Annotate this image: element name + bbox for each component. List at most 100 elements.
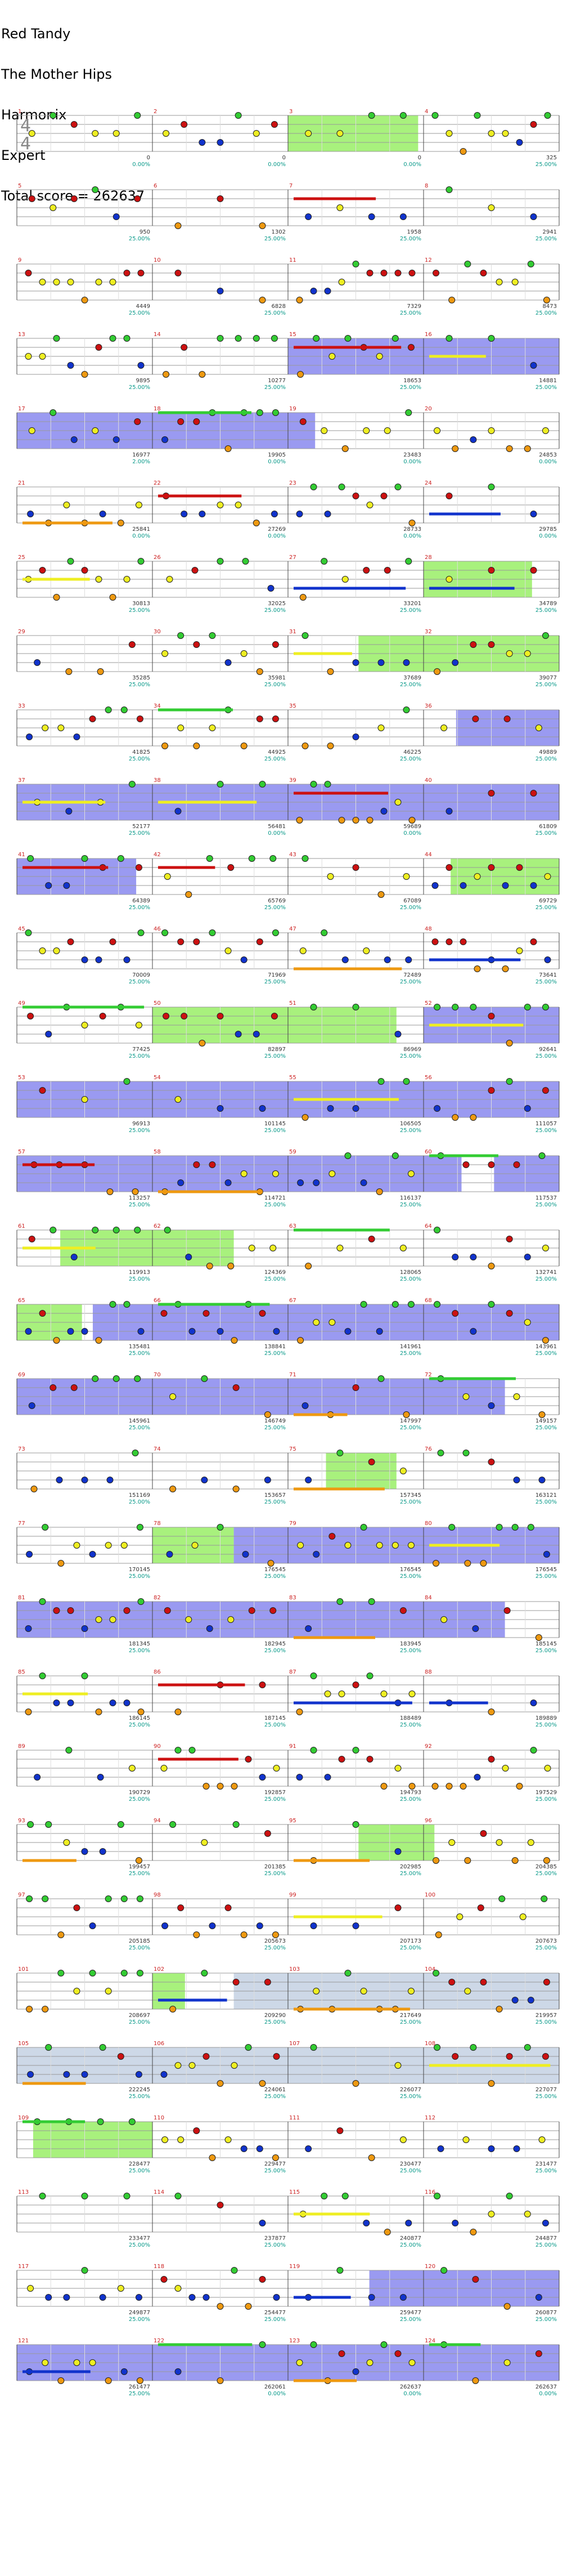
note-gem [380, 2341, 388, 2348]
measure-score: 141961 [400, 1344, 421, 1350]
measure-score: 147997 [400, 1418, 421, 1424]
note-gem [123, 335, 130, 342]
note-gem [446, 493, 453, 499]
note-gem [259, 2080, 266, 2087]
measure-number: 112 [425, 2115, 435, 2121]
note-gem [134, 195, 141, 202]
note-gem [256, 715, 263, 722]
note-gem [57, 724, 65, 731]
measure-score: 188489 [400, 1715, 421, 1721]
note-gem [440, 724, 448, 731]
chart-row: 9319945725.00%9420138525.00%9520298525.0… [16, 1818, 560, 1877]
note-gem [25, 353, 32, 360]
note-gem [405, 409, 412, 416]
note-gem [67, 558, 74, 565]
note-gem [324, 288, 331, 294]
note-gem [408, 1690, 416, 1697]
note-gem [403, 873, 410, 880]
measure-percent: 25.00% [129, 979, 150, 985]
note-gem [462, 1393, 470, 1400]
note-gem [530, 1700, 537, 1706]
note-gem [321, 2193, 328, 2199]
note-gem [328, 353, 336, 360]
note-gem [472, 2276, 479, 2283]
note-gem [160, 1310, 168, 1317]
chart-row: 8118134525.00%8218294525.00%8318394525.0… [16, 1595, 560, 1654]
note-gem [535, 1634, 542, 1641]
measure-number: 64 [425, 1223, 432, 1229]
note-gem [394, 1848, 402, 1855]
note-gem [227, 1616, 235, 1623]
note-gem [296, 1709, 303, 1715]
note-gem [109, 1616, 116, 1623]
measure-percent: 25.00% [129, 756, 150, 762]
measure-score: 86969 [403, 1046, 421, 1053]
measure-percent: 25.00% [129, 1276, 150, 1282]
measure-number: 34 [154, 703, 161, 709]
chart-row: 595025.00%6130225.00%7195825.00%8294125.… [16, 183, 560, 242]
measure-percent: 25.00% [129, 1053, 150, 1059]
measure-percent: 25.00% [536, 2094, 557, 2100]
note-gem [259, 2276, 266, 2283]
measure-percent: 25.00% [400, 1722, 421, 1728]
note-gem [39, 1310, 46, 1317]
measure-percent: 25.00% [129, 1350, 150, 1357]
note-gem [201, 1839, 208, 1846]
song-title: The Mother Hips [1, 66, 112, 82]
note-gem [89, 2359, 96, 2366]
note-gem [352, 1384, 359, 1391]
measure-percent: 25.00% [264, 1053, 286, 1059]
note-gem [163, 130, 170, 137]
note-gem [296, 1774, 303, 1781]
measure-score: 201385 [264, 1864, 286, 1870]
measure-number: 72 [425, 1372, 432, 1378]
measure-percent: 25.00% [264, 2242, 286, 2248]
note-gem [53, 1700, 60, 1706]
measure-number: 16 [425, 332, 432, 338]
measure-number: 3 [289, 109, 292, 115]
measure-number: 94 [154, 1818, 161, 1824]
measure-number: 41 [18, 852, 25, 858]
note-gem [384, 956, 391, 963]
note-gem [488, 2080, 495, 2087]
note-gem [193, 641, 200, 648]
measure-percent: 25.00% [264, 756, 286, 762]
note-gem [28, 1236, 35, 1242]
note-gem [174, 2368, 182, 2375]
note-gem [272, 409, 279, 416]
note-gem [310, 1747, 317, 1754]
note-gem [217, 335, 224, 342]
measure-score: 153657 [264, 1492, 286, 1499]
chart-row: 9444925.00%10682825.00%11732925.00%12847… [16, 257, 560, 316]
measure-percent: 25.00% [536, 1425, 557, 1431]
note-gem [464, 261, 471, 267]
measure-number: 67 [289, 1298, 296, 1304]
note-gem [67, 1328, 74, 1335]
note-gem [209, 2154, 216, 2161]
note-gem [123, 1301, 130, 1308]
measure-score: 163121 [536, 1492, 557, 1499]
note-gem [174, 808, 182, 815]
note-gem [324, 1690, 331, 1697]
note-gem [384, 567, 391, 574]
note-gem [543, 1979, 550, 1985]
note-gem [109, 938, 116, 945]
note-gem [89, 715, 96, 722]
note-gem [530, 882, 537, 889]
measure-score: 14881 [539, 378, 557, 384]
note-gem [440, 2267, 448, 2274]
measure-number: 62 [154, 1223, 161, 1229]
measure-percent: 25.00% [400, 1945, 421, 1951]
note-gem [105, 706, 112, 713]
measure-percent: 0.00% [268, 2391, 286, 2397]
note-gem [123, 1078, 130, 1085]
note-gem [273, 2294, 280, 2301]
chart-row: 17169772.00%18199050.00%19234830.00%2024… [16, 406, 560, 465]
measure-score: 41825 [132, 749, 150, 755]
note-gem [530, 1747, 537, 1754]
note-gem [92, 130, 99, 137]
note-gem [516, 864, 523, 871]
note-gem [209, 1161, 216, 1168]
note-gem [63, 1839, 70, 1846]
note-gem [524, 2211, 531, 2217]
